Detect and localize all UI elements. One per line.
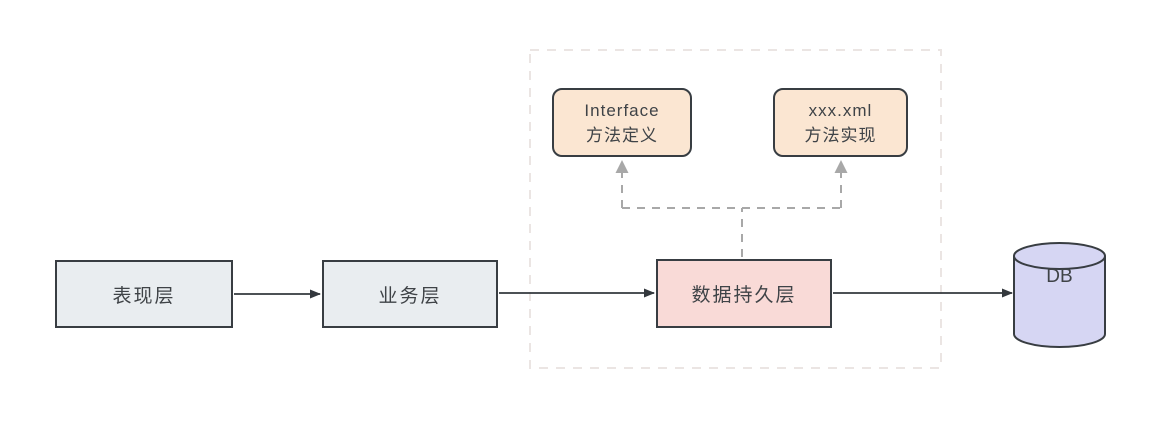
persistence-layer-node: 数据持久层 <box>656 259 832 328</box>
persistence-layer-label: 数据持久层 <box>691 285 797 306</box>
business-layer-node: 业务层 <box>322 260 498 328</box>
persistence-group-dashed-border <box>529 49 942 369</box>
db-cylinder-icon <box>1013 242 1106 348</box>
presentation-layer-label: 表现层 <box>112 285 176 307</box>
interface-definition-line1: Interface <box>584 100 660 120</box>
db-label: DB <box>1046 266 1073 287</box>
xml-implementation-line1: xxx.xml <box>808 100 873 120</box>
interface-definition-line2: 方法定义 <box>586 125 658 145</box>
xml-implementation-line2: 方法实现 <box>804 125 877 145</box>
interface-definition-node: Interface 方法定义 <box>552 88 692 157</box>
presentation-layer-node: 表现层 <box>55 260 233 328</box>
business-layer-label: 业务层 <box>378 285 442 307</box>
xml-implementation-node: xxx.xml 方法实现 <box>773 88 908 157</box>
